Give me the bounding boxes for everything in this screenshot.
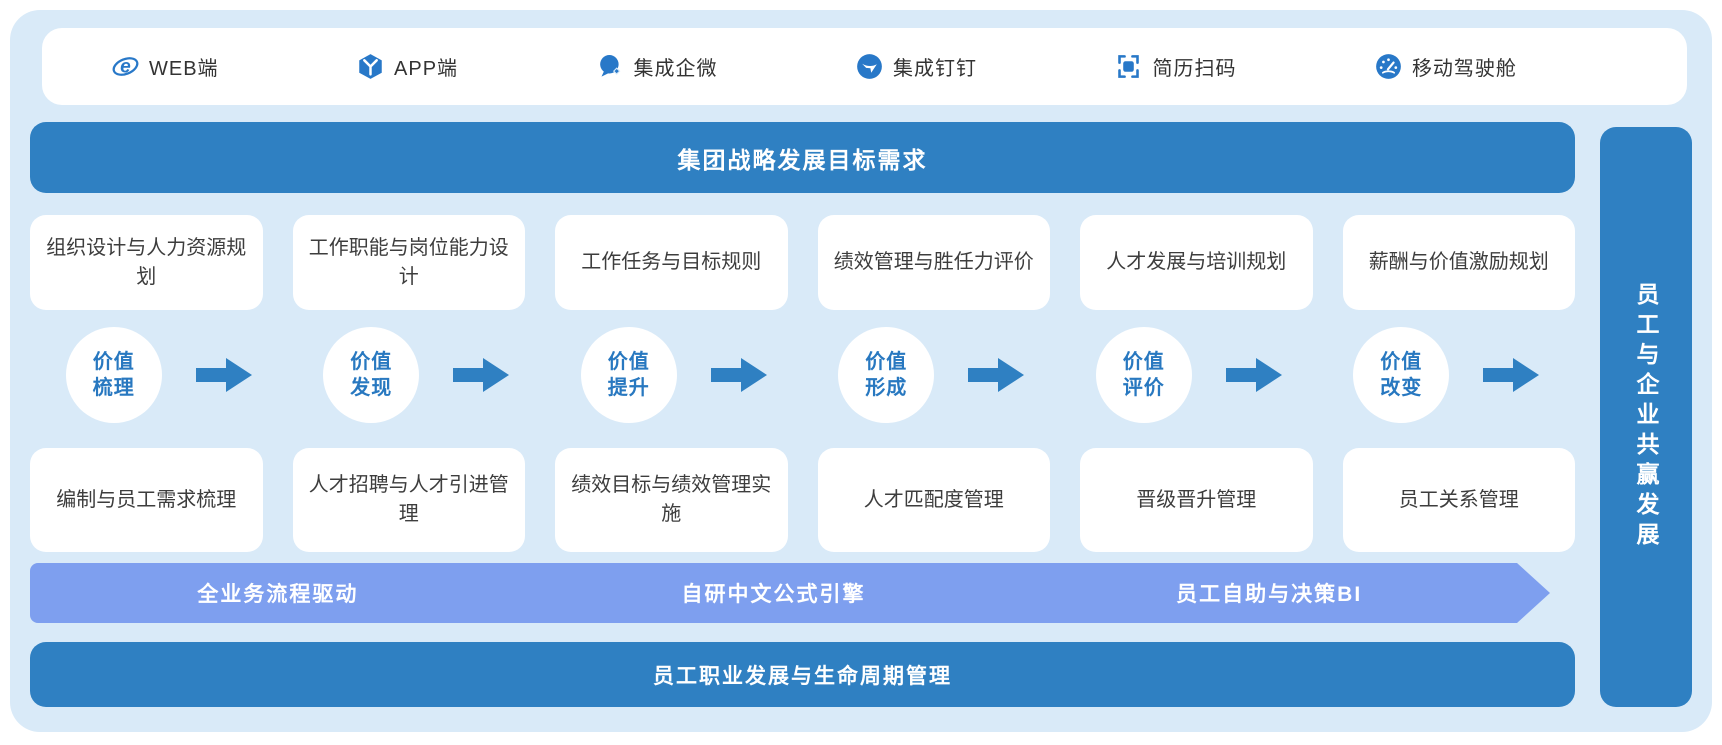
execution-card: 员工关系管理 — [1342, 448, 1575, 552]
right-arrow-icon — [195, 358, 252, 392]
platform-item-wecom: 集成企微 — [597, 52, 718, 81]
platform-item-app: APP端 — [357, 52, 458, 81]
platform-label: 移动驾驶舱 — [1411, 58, 1517, 80]
execution-card: 编制与员工需求梳理 — [30, 448, 263, 552]
planning-card: 绩效管理与胜任力评价 — [817, 215, 1050, 310]
planning-cards-row: 组织设计与人力资源规划 工作职能与岗位能力设计 工作任务与目标规则 绩效管理与胜… — [30, 215, 1575, 310]
right-arrow-icon — [453, 358, 510, 392]
platform-item-resume-scan: 简历扫码 — [1115, 52, 1236, 81]
platform-item-dingtalk: 集成钉钉 — [856, 52, 977, 81]
value-circle: 价值 改变 — [1353, 327, 1450, 423]
content-column: 集团战略发展目标需求 组织设计与人力资源规划 工作职能与岗位能力设计 工作任务与… — [30, 122, 1575, 707]
right-arrow-icon — [1483, 358, 1540, 392]
resume-scan-icon — [1118, 55, 1140, 78]
execution-card: 人才匹配度管理 — [817, 448, 1050, 552]
platform-label: WEB端 — [149, 58, 219, 80]
planning-card: 工作职能与岗位能力设计 — [292, 215, 525, 310]
execution-card: 人才招聘与人才引进管理 — [292, 448, 525, 552]
capability-arrow-banner: 全业务流程驱动 自研中文公式引擎 员工自助与决策BI — [30, 563, 1550, 623]
platform-bar: e WEB端 APP端 集成企微 集成钉钉 — [42, 28, 1687, 105]
lifecycle-banner: 员工职业发展与生命周期管理 — [30, 642, 1575, 707]
value-stage: 价值 改变 — [1318, 327, 1576, 423]
capability-label-formula-engine: 自研中文公式引擎 — [681, 583, 866, 606]
svg-text:e: e — [120, 57, 131, 78]
planning-card: 人才发展与培训规划 — [1080, 215, 1313, 310]
execution-card: 晋级晋升管理 — [1080, 448, 1313, 552]
right-arrow-icon — [1225, 358, 1282, 392]
execution-cards-row: 编制与员工需求梳理 人才招聘与人才引进管理 绩效目标与绩效管理实施 人才匹配度管… — [30, 448, 1575, 552]
platform-label: 集成钉钉 — [893, 58, 977, 80]
dingtalk-icon — [857, 54, 882, 79]
value-chain-row: 价值 梳理 价值 发现 价值 提升 — [30, 327, 1575, 423]
right-arrow-icon — [710, 358, 767, 392]
planning-card: 工作任务与目标规则 — [555, 215, 788, 310]
platform-item-dashboard: 移动驾驶舱 — [1375, 52, 1517, 81]
value-circle: 价值 评价 — [1095, 327, 1192, 423]
execution-card: 绩效目标与绩效管理实施 — [555, 448, 788, 552]
ie-browser-icon: e — [112, 57, 139, 78]
right-arrow-icon — [968, 358, 1025, 392]
value-circle: 价值 发现 — [323, 327, 420, 423]
value-stage: 价值 发现 — [288, 327, 546, 423]
diagram-container: e WEB端 APP端 集成企微 集成钉钉 — [10, 10, 1712, 732]
outcome-sidebar-label: 员工与企业共赢发展 — [1633, 282, 1659, 552]
capability-label-workflow: 全业务流程驱动 — [197, 583, 359, 606]
platform-item-web: e WEB端 — [112, 52, 219, 81]
value-stage: 价值 形成 — [803, 327, 1061, 423]
value-circle: 价值 提升 — [580, 327, 677, 423]
value-circle: 价值 梳理 — [65, 327, 162, 423]
dashboard-gauge-icon — [1376, 54, 1401, 79]
platform-label: 简历扫码 — [1152, 58, 1237, 80]
outcome-sidebar: 员工与企业共赢发展 — [1600, 127, 1692, 707]
value-circle: 价值 形成 — [838, 327, 935, 423]
planning-card: 薪酬与价值激励规划 — [1342, 215, 1575, 310]
strategy-banner: 集团战略发展目标需求 — [30, 122, 1575, 193]
capability-label-self-service-bi: 员工自助与决策BI — [1176, 583, 1363, 606]
planning-card: 组织设计与人力资源规划 — [30, 215, 263, 310]
platform-label: 集成企微 — [633, 58, 718, 80]
app-box-icon — [359, 54, 382, 79]
platform-label: APP端 — [394, 58, 459, 80]
value-stage: 价值 评价 — [1060, 327, 1318, 423]
main-area: 集团战略发展目标需求 组织设计与人力资源规划 工作职能与岗位能力设计 工作任务与… — [30, 122, 1692, 707]
value-stage: 价值 梳理 — [30, 327, 288, 423]
wecom-chat-icon — [599, 55, 620, 77]
value-stage: 价值 提升 — [545, 327, 803, 423]
